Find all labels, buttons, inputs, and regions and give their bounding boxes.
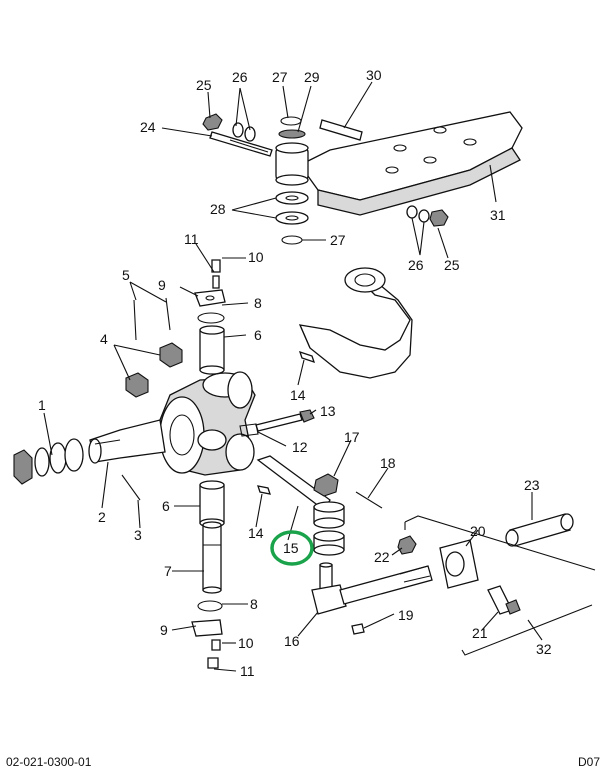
cotter-pins-5	[133, 297, 171, 341]
callout-21: 21	[472, 625, 488, 641]
callout-5: 5	[122, 267, 130, 283]
callout-7: 7	[164, 563, 172, 579]
callout-1: 1	[38, 397, 46, 413]
callout-26-top: 26	[232, 69, 248, 85]
steering-arm-upper	[298, 267, 413, 379]
bushing-29	[275, 129, 309, 186]
callout-15: 15	[283, 540, 299, 556]
seal-8-lower	[197, 600, 223, 612]
key-14-lower	[257, 485, 271, 495]
bolt-13	[255, 409, 315, 432]
page-code-label: D07	[577, 755, 600, 769]
callout-20: 20	[470, 523, 486, 539]
callout-30: 30	[366, 67, 382, 83]
tie-rod-end-16	[311, 562, 433, 615]
cap-9-lower	[191, 619, 223, 637]
callout-14-top: 14	[290, 387, 306, 403]
bolt-21	[487, 585, 521, 615]
nut-17	[313, 473, 339, 497]
shim-12	[239, 423, 259, 437]
clamp-20	[439, 539, 479, 589]
callout-6-bottom: 6	[162, 498, 170, 514]
kingpin-bushing-upper-6	[199, 325, 225, 375]
callout-11-bottom: 11	[240, 663, 255, 679]
steering-arm-bracket	[299, 111, 523, 216]
callout-9-top: 9	[158, 277, 166, 293]
callout-12: 12	[292, 439, 308, 455]
callout-27-top: 27	[272, 69, 288, 85]
key-14-upper	[298, 350, 316, 364]
callout-24: 24	[140, 119, 156, 135]
callout-22: 22	[374, 549, 390, 565]
callout-14-bottom: 14	[248, 525, 264, 541]
callout-26-bottom: 26	[408, 257, 424, 273]
callout-labels: 25 26 27 29 30 24 31 28 27 26 25 11 10 5…	[38, 67, 552, 679]
bracket-32	[404, 515, 596, 656]
spindle	[88, 419, 166, 464]
tube-23	[505, 513, 574, 547]
hub-nut-washers-1	[13, 438, 84, 485]
callout-10-bottom: 10	[238, 635, 254, 651]
callout-13: 13	[320, 403, 336, 419]
callout-8-top: 8	[254, 295, 262, 311]
cap-9-upper	[194, 289, 226, 307]
callout-32: 32	[536, 641, 552, 657]
callout-17: 17	[344, 429, 360, 445]
highlight-ring-15	[270, 530, 314, 566]
callout-9-bottom: 9	[160, 622, 168, 638]
callout-23: 23	[524, 477, 540, 493]
seal-8-upper	[197, 312, 225, 324]
cotter-pin-3	[121, 474, 141, 501]
o-ring-27-bottom	[281, 235, 303, 245]
grease-fitting-19	[351, 623, 365, 635]
nut-washers-top-left	[202, 113, 256, 142]
fitting-11-upper	[212, 275, 220, 289]
o-ring-27-top	[280, 116, 302, 126]
tie-rod-arm-15	[256, 455, 331, 511]
cotter-pin-18	[355, 491, 383, 509]
steering-knuckle	[159, 371, 256, 476]
callout-28: 28	[210, 201, 226, 217]
leader-lines	[43, 81, 543, 672]
callout-25-top: 25	[196, 77, 212, 93]
callout-2: 2	[98, 509, 106, 525]
bushings-15-area	[313, 501, 345, 556]
callout-6-top: 6	[254, 327, 262, 343]
fitting-11-lower	[207, 657, 219, 669]
callout-31: 31	[490, 207, 506, 223]
diagram-id-label: 02-021-0300-01	[6, 755, 92, 769]
callout-10-top: 10	[248, 249, 264, 265]
callout-11-top: 11	[184, 231, 199, 247]
washers-28	[275, 191, 309, 225]
nuts-4	[125, 342, 183, 398]
callout-8-bottom: 8	[250, 596, 258, 612]
nut-22	[397, 535, 417, 555]
callout-29: 29	[304, 69, 320, 85]
callout-25-bottom: 25	[444, 257, 460, 273]
callout-19: 19	[398, 607, 414, 623]
callout-18: 18	[380, 455, 396, 471]
callout-4: 4	[100, 331, 108, 347]
callout-3: 3	[134, 527, 142, 543]
callout-27-bottom: 27	[330, 232, 346, 248]
kingpin-bushing-lower-6	[199, 480, 225, 528]
bolt-30	[319, 119, 363, 141]
kingpin-7	[202, 521, 222, 594]
callout-16: 16	[284, 633, 300, 649]
fitting-10-lower	[211, 639, 221, 651]
